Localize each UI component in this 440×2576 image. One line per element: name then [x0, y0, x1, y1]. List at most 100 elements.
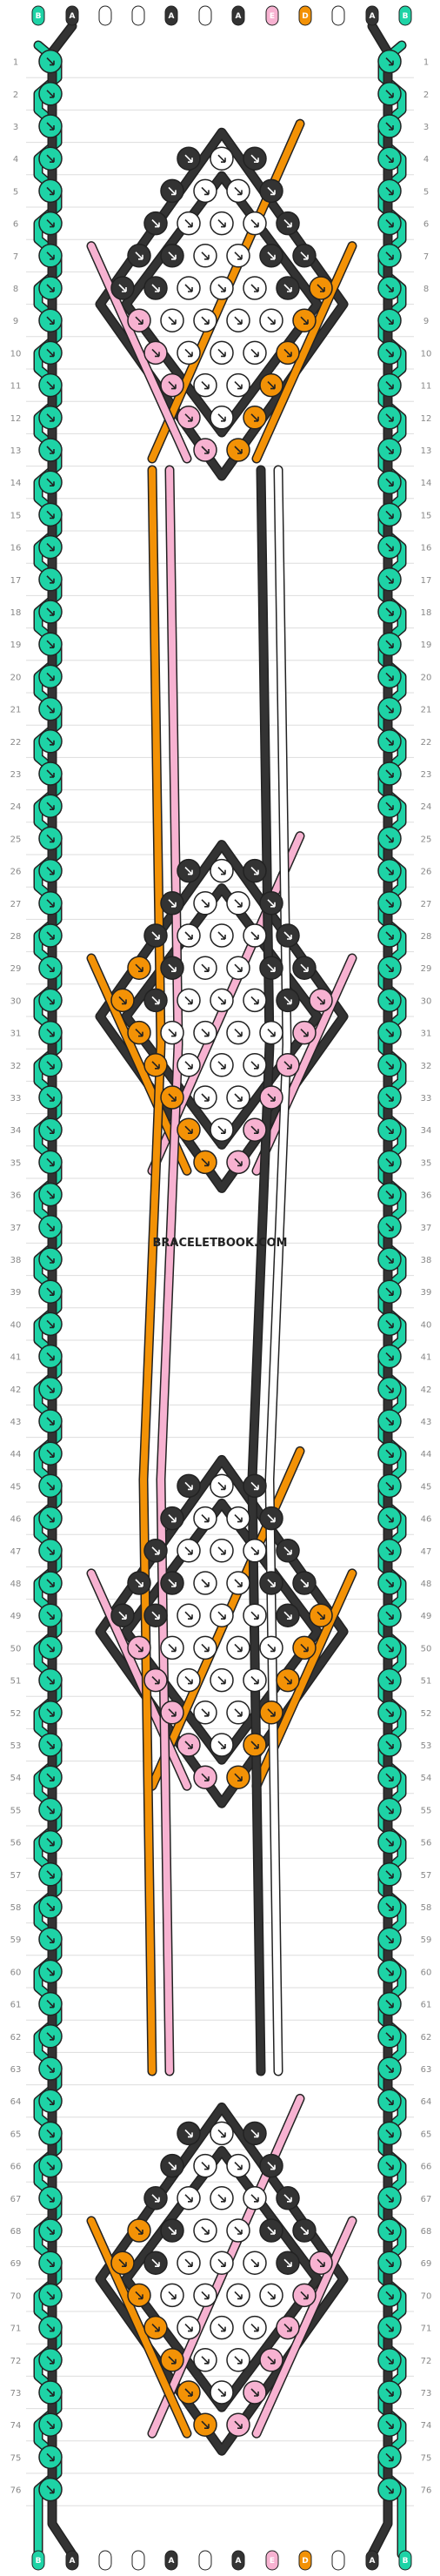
strand-label-bottom — [131, 2550, 145, 2571]
row-number-right: 34 — [421, 1126, 432, 1136]
knot-arrow-icon — [168, 899, 177, 908]
knot-arrow-icon — [300, 252, 309, 260]
knot-arrow-icon — [385, 2356, 394, 2365]
knot-arrow-icon — [46, 543, 55, 552]
knot-arrow-icon — [300, 2226, 309, 2235]
knot-arrow-icon — [234, 2420, 243, 2429]
knot-arrow-icon — [46, 1676, 55, 1685]
strand-label-bottom-letter: B — [403, 2557, 409, 2566]
connecting-strand — [266, 466, 290, 2075]
row-number-left: 49 — [10, 1612, 22, 1621]
knot-arrow-icon — [385, 1579, 394, 1587]
knot-arrow-icon — [385, 122, 394, 131]
strand-label-top-letter: C — [203, 12, 209, 21]
knot-arrow-icon — [385, 1093, 394, 1102]
strand-label-bottom — [231, 2550, 245, 2571]
row-number-right: 33 — [421, 1094, 432, 1104]
row-number-right: 27 — [421, 900, 432, 909]
knot-arrow-icon — [234, 963, 243, 972]
knot-arrow-icon — [267, 1029, 276, 1037]
knot-arrow-icon — [385, 1223, 394, 1231]
knot-arrow-icon — [385, 2096, 394, 2105]
knot-arrow-icon — [250, 219, 259, 228]
knot-arrow-icon — [46, 2000, 55, 2009]
knot-arrow-icon — [168, 1579, 177, 1587]
knot-arrow-icon — [234, 1579, 243, 1587]
knot-arrow-icon — [250, 867, 259, 875]
row-number-left: 73 — [10, 2389, 22, 2398]
knot-arrow-icon — [46, 284, 55, 292]
knot-arrow-icon — [217, 348, 226, 358]
knot-arrow-icon — [46, 1352, 55, 1361]
knot-arrow-icon — [118, 2258, 127, 2267]
knot-arrow-icon — [46, 478, 55, 486]
knot-arrow-icon — [201, 1093, 210, 1102]
knot-arrow-icon — [234, 316, 243, 325]
knot-arrow-icon — [385, 2162, 394, 2170]
strand-label-top — [65, 5, 79, 26]
knot-arrow-icon — [385, 446, 394, 454]
knot-arrow-icon — [250, 996, 259, 1005]
knot-arrow-icon — [151, 1546, 160, 1555]
row-number-right: 74 — [421, 2421, 432, 2431]
row-number-right: 60 — [421, 1968, 432, 1977]
row-number-right: 20 — [421, 673, 432, 682]
knot-arrow-icon — [151, 931, 160, 940]
row-number-right: 69 — [421, 2259, 432, 2269]
row-number-right: 17 — [421, 576, 432, 586]
knot-arrow-icon — [385, 1741, 394, 1749]
knot-arrow-icon — [46, 640, 55, 648]
knot-arrow-icon — [250, 1611, 259, 1620]
knot-arrow-icon — [217, 1546, 226, 1555]
row-number-left: 35 — [10, 1158, 22, 1168]
knot-arrow-icon — [151, 348, 160, 358]
row-number-right: 29 — [421, 964, 432, 974]
row-number-right: 35 — [421, 1158, 432, 1168]
knot-arrow-icon — [184, 2194, 193, 2203]
knot-arrow-icon — [283, 2258, 292, 2267]
strand-label-bottom-letter: C — [336, 2557, 342, 2566]
row-number-right: 8 — [423, 285, 429, 294]
knot-arrow-icon — [46, 1838, 55, 1847]
strand-label-bottom-letter: A — [70, 2557, 76, 2566]
knot-arrow-icon — [217, 1125, 226, 1134]
row-number-left: 33 — [10, 1094, 22, 1104]
strand-label-top-letter: C — [336, 12, 342, 21]
knot-arrow-icon — [385, 413, 394, 422]
row-number-left: 3 — [13, 123, 18, 132]
knot-arrow-icon — [267, 1514, 276, 1523]
strand-label-bottom — [198, 2550, 212, 2571]
knot-arrow-icon — [46, 2129, 55, 2138]
knot-arrow-icon — [46, 1902, 55, 1911]
knot-arrow-icon — [168, 1029, 177, 1037]
row-number-left: 1 — [13, 58, 18, 68]
knot-arrow-icon — [250, 1546, 259, 1555]
row-number-right: 23 — [421, 770, 432, 780]
knot-arrow-icon — [385, 769, 394, 778]
knot-arrow-icon — [168, 252, 177, 260]
row-number-right: 9 — [423, 317, 429, 326]
knot-arrow-icon — [46, 1125, 55, 1134]
knot-arrow-icon — [267, 2356, 276, 2365]
knot-arrow-icon — [217, 284, 226, 292]
knot-arrow-icon — [217, 996, 226, 1005]
knot-arrow-icon — [184, 1546, 193, 1555]
diamond-side-strand — [253, 242, 356, 462]
row-number-right: 19 — [421, 641, 432, 650]
knot-arrow-icon — [151, 2324, 160, 2332]
row-number-left: 4 — [13, 155, 18, 164]
strand-label-bottom — [31, 2550, 45, 2571]
strand-label-top-letter: C — [136, 12, 142, 21]
row-number-right: 40 — [421, 1320, 432, 1330]
row-number-right: 66 — [421, 2163, 432, 2172]
knot-arrow-icon — [385, 1708, 394, 1717]
knot-arrow-icon — [46, 1481, 55, 1491]
knot-arrow-icon — [217, 154, 226, 163]
knot-arrow-icon — [250, 154, 259, 163]
knot-arrow-icon — [46, 802, 55, 810]
knot-arrow-icon — [46, 219, 55, 228]
row-number-left: 55 — [10, 1806, 22, 1815]
knot-arrow-icon — [118, 284, 127, 292]
knot-arrow-icon — [46, 607, 55, 616]
row-number-left: 40 — [10, 1320, 22, 1330]
